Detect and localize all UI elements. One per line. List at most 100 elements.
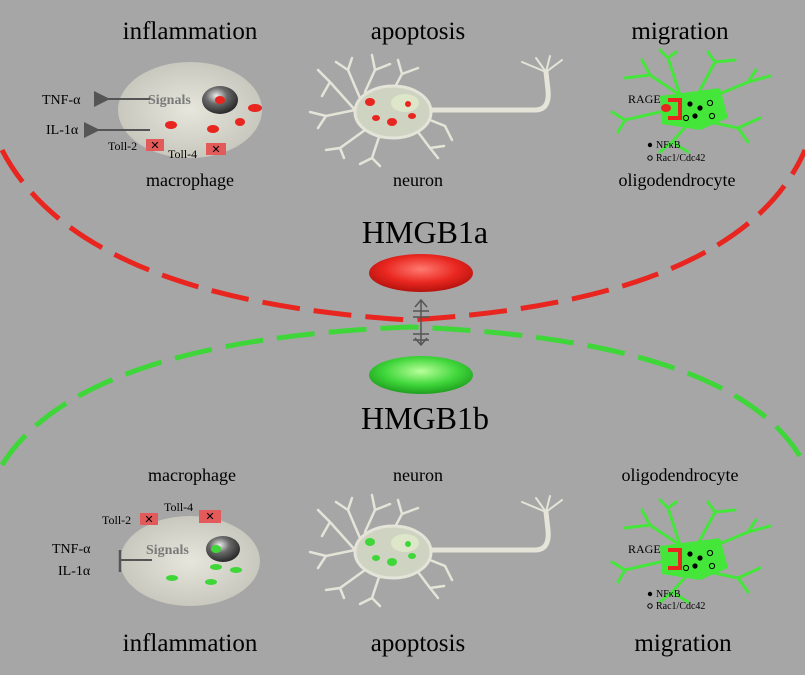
rage-label: RAGE [628,92,661,106]
bottom-neuron [308,493,563,608]
macrophage-cell-body [118,62,262,158]
legend-rac1-dot [647,603,653,609]
rac1-dot [682,114,690,122]
axon-terminal [521,495,563,513]
bottom-heading-migration: migration [634,630,732,657]
top-heading-apoptosis: apoptosis [371,18,465,45]
bottom-cell-neuron: neuron [393,465,443,485]
tnf-alpha-label: TNF-α [42,93,81,108]
neuron-nucleus [391,534,419,552]
hmgb1-granule [166,575,178,581]
hmgb1-granule [211,545,221,553]
legend-nfkb-label: NFκB [656,140,681,151]
neuron-axon [422,509,551,553]
hmgb1-granule [230,567,242,573]
hmgb1-ligand [661,104,671,112]
rac1-dot [682,564,690,572]
bottom-macrophage: Signals TNF-α IL-1α Toll-2 ✕ Toll-4 ✕ [52,500,260,606]
legend-nfkb-dot [647,591,653,597]
nfkb-dot [697,105,703,111]
hmgb1-granule [207,125,219,133]
hmgb1-granule [235,118,245,126]
toll2-receptor [140,513,158,525]
nfkb-dot [692,113,698,119]
blocked-x-icon: ✕ [211,144,220,156]
tnf-alpha-label: TNF-α [52,542,91,557]
top-heading-migration: migration [631,18,729,45]
top-cell-oligodendrocyte: oligodendrocyte [619,170,736,190]
toll2-label: Toll-2 [108,139,137,153]
bottom-heading-apoptosis: apoptosis [371,630,465,657]
hmgb1b-label: HMGB1b [361,400,489,436]
top-cell-neuron: neuron [393,170,443,190]
bottom-cell-oligodendrocyte: oligodendrocyte [622,465,739,485]
bottom-heading-inflammation: inflammation [123,630,258,657]
axon-terminal [521,55,563,73]
rac1-dot [706,549,714,557]
nfkb-dot [697,555,703,561]
hmgb1-granule [387,118,397,126]
hmgb1b-disc [369,356,473,394]
neuron-axon [422,69,551,113]
rage-label: RAGE [628,542,661,556]
il1-alpha-label: IL-1α [46,123,79,138]
top-oligodendrocyte: RAGE NFκB Rac1/Cdc42 [610,48,772,164]
blocked-x-icon: ✕ [150,140,159,152]
double-arrow-icon [413,298,429,347]
toll4-receptor [199,510,221,523]
hmgb1-granule [372,555,380,561]
hmgb1-granule [205,579,217,585]
hmgb1-granule [408,553,416,559]
macrophage-signals-label: Signals [146,543,189,558]
hmgb1-granule [365,98,375,106]
toll2-label: Toll-2 [102,513,131,527]
legend-rac1-label: Rac1/Cdc42 [656,153,705,164]
top-cell-macrophage: macrophage [146,170,234,190]
hmgb1b-dashed-arc [0,324,805,467]
hmgb1-granule [365,538,375,546]
toll2-receptor [146,139,164,151]
nfkb-dot [692,563,698,569]
hmgb1-granule [372,115,380,121]
hmgb1-granule [248,104,262,112]
hmgb1-granule [405,101,411,107]
legend-rac1-dot [647,155,653,161]
hmgb1-granule [165,121,177,129]
bottom-cell-macrophage: macrophage [148,465,236,485]
top-neuron-granules [365,98,416,126]
toll4-receptor [206,143,226,155]
legend-nfkb-dot [647,142,653,148]
neuron-soma [353,524,433,580]
rac1-dot [706,99,714,107]
blocked-x-icon: ✕ [205,511,214,523]
hmgb1a-dashed-arc [0,148,805,323]
hmgb1-granule [405,541,411,547]
rac1-dot [708,112,716,120]
neuron-nucleus [391,94,419,112]
bottom-oligodendrocyte: RAGE NFκB Rac1/Cdc42 [610,498,772,612]
il1-alpha-label: IL-1α [58,564,91,579]
blocked-x-icon: ✕ [144,514,153,526]
hmgb1a-label: HMGB1a [362,214,488,250]
bottom-neuron-granules [365,538,416,566]
macrophage-signals-label: Signals [148,93,191,108]
top-neuron [308,53,563,168]
neuron-dendrites [308,53,454,168]
neuron-dendrites [308,493,454,608]
legend-nfkb-label: NFκB [656,589,681,600]
macrophage-nucleus [206,536,240,562]
hmgb1-granule [408,113,416,119]
top-heading-inflammation: inflammation [123,18,258,45]
hmgb1a-disc [369,254,473,292]
hmgb1-granule [387,558,397,566]
hmgb1-granule [215,96,225,104]
legend-rac1-label: Rac1/Cdc42 [656,601,705,612]
rage-receptor [668,98,682,120]
toll4-label: Toll-4 [164,500,193,514]
rac1-dot [708,562,716,570]
rage-receptor [668,548,682,570]
oligo-processes [610,48,772,154]
toll4-label: Toll-4 [168,147,197,161]
nfkb-dot [687,551,693,557]
